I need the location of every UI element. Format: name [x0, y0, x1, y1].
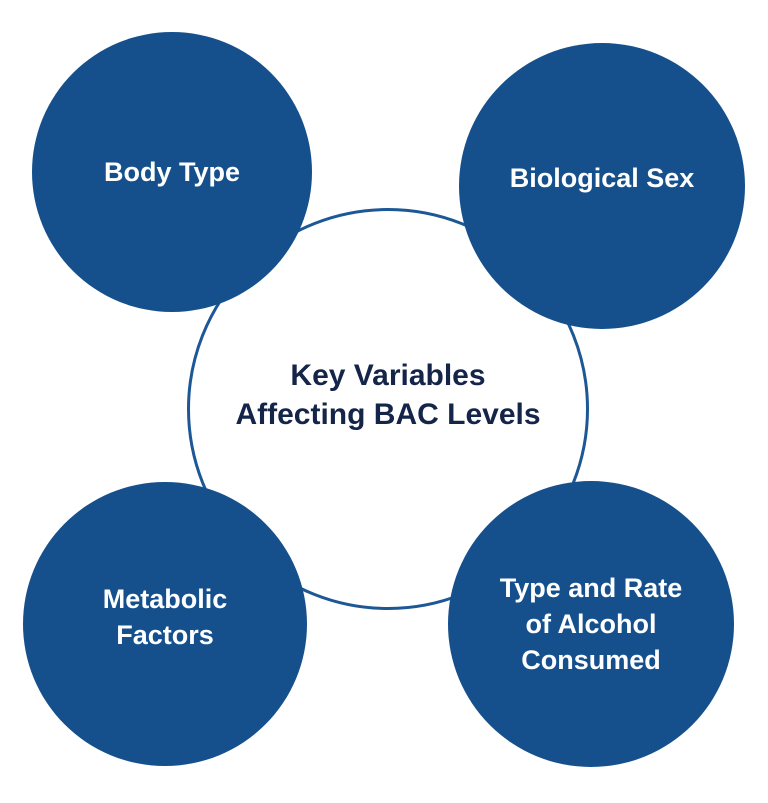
- node-metabolic-factors-label: Metabolic Factors: [102, 584, 228, 650]
- node-biological-sex-label: Biological Sex: [509, 163, 695, 193]
- node-biological-sex: Biological Sex: [459, 43, 745, 329]
- node-metabolic-factors: Metabolic Factors: [23, 482, 307, 766]
- node-body-type: Body Type: [32, 32, 312, 312]
- node-body-type-label: Body Type: [103, 157, 240, 187]
- center-title: Key Variables Affecting BAC Levels: [235, 359, 541, 431]
- node-type-rate-alcohol: Type and Rate of Alcohol Consumed: [448, 481, 734, 767]
- node-type-rate-alcohol-label: Type and Rate of Alcohol Consumed: [499, 573, 683, 675]
